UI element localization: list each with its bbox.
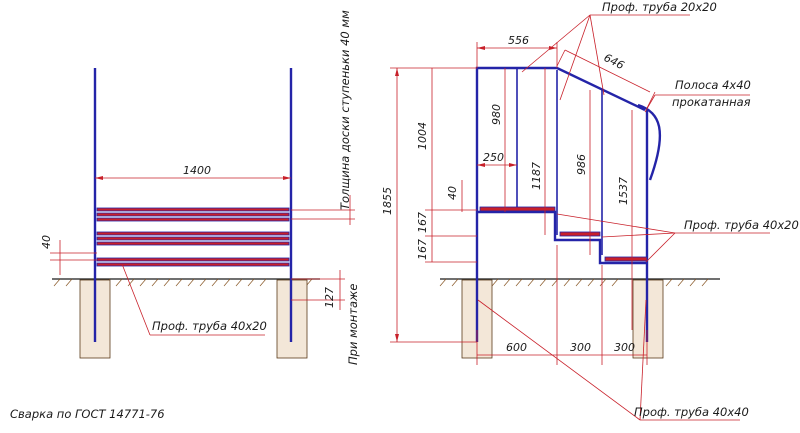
mounting-note: При монтаже [346, 284, 360, 366]
dim-600-label: 600 [506, 341, 527, 354]
dim-1400-label: 1400 [183, 164, 211, 177]
side-tread-2 [559, 231, 601, 237]
treads-front [96, 207, 290, 267]
tread-1a [96, 207, 290, 212]
strip-note-line1: Полоса 4х40 [675, 78, 751, 92]
tread-1b [96, 212, 290, 217]
stringer [477, 210, 647, 265]
tread-3a [96, 257, 290, 262]
dim-646-label: 646 [602, 51, 627, 72]
step-profile-note: Проф. труба 40х20 [684, 218, 799, 232]
dim-127-label: 127 [323, 287, 336, 308]
handrail-strip [637, 103, 662, 181]
dim-167a-label: 167 [416, 239, 429, 260]
tread-3b [96, 262, 290, 267]
post-profile-note: Проф. труба 40х20 [152, 319, 267, 333]
ground-hatch-left [53, 278, 313, 287]
dim-300a-label: 300 [570, 341, 591, 354]
dim-1187-label: 1187 [530, 162, 543, 190]
strip-note-line2: прокатанная [672, 95, 751, 109]
tread-2a [96, 231, 290, 236]
dim-40-side-label: 40 [446, 186, 459, 200]
dim-250-label: 250 [483, 151, 504, 164]
ground-hatch-right [439, 278, 709, 287]
dim-1855-label: 1855 [381, 187, 394, 215]
weld-standard-note: Сварка по ГОСТ 14771-76 [10, 407, 165, 421]
side-view: 556 646 Проф. труба 20х20 Полоса 4х40 пр… [381, 0, 799, 421]
side-tread-3 [604, 256, 648, 262]
tread-2b [96, 236, 290, 241]
side-tread-1 [479, 206, 556, 212]
front-view: 1400 40 Толщина доски ступеньки 40 мм 12… [40, 10, 360, 365]
dim-1537-label: 1537 [617, 177, 630, 205]
tread-2c [96, 241, 290, 246]
dim-1004-label: 1004 [416, 122, 429, 150]
tread-1c [96, 217, 290, 222]
post-40x40-note: Проф. труба 40х40 [634, 405, 749, 419]
top-profile-note: Проф. труба 20х20 [602, 0, 717, 14]
dim-986-label: 986 [575, 154, 588, 175]
dim-40-front-label: 40 [40, 235, 53, 249]
dim-980-label: 980 [490, 104, 503, 125]
dim-167b-label: 167 [416, 212, 429, 233]
dim-300b-label: 300 [614, 341, 635, 354]
dim-556-label: 556 [508, 34, 529, 47]
board-thickness-note: Толщина доски ступеньки 40 мм [338, 10, 352, 210]
